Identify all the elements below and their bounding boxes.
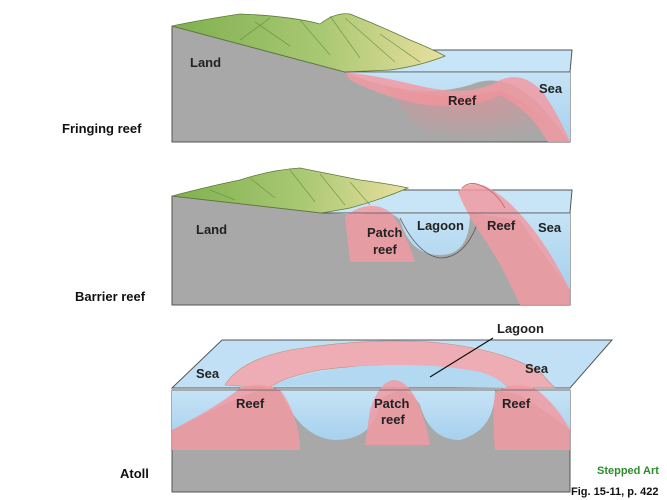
- atoll-reef-left-label: Reef: [236, 396, 265, 411]
- barrier-caption: Barrier reef: [75, 289, 146, 304]
- lagoon-leader-line: [429, 337, 494, 378]
- atoll-caption: Atoll: [120, 466, 149, 481]
- barrier-land-label: Land: [196, 222, 227, 237]
- fringing-land-label: Land: [190, 55, 221, 70]
- figure-reference: Fig. 15-11, p. 422: [571, 486, 658, 498]
- barrier-reef-panel: [171, 167, 573, 306]
- atoll-sea-right-label: Sea: [525, 361, 549, 376]
- fringing-reef-label: Reef: [448, 93, 477, 108]
- land-ridges: [239, 15, 421, 63]
- sea-body: [330, 211, 570, 290]
- atoll-sea-left-label: Sea: [196, 366, 220, 381]
- barrier-lagoon-label: Lagoon: [417, 218, 464, 233]
- barrier-sea-label: Sea: [538, 220, 562, 235]
- atoll-patch-label-2: reef: [381, 412, 406, 427]
- barrier-reef: [458, 184, 570, 305]
- lagoon-basin: [399, 217, 479, 259]
- land-surface: [171, 13, 446, 73]
- atoll-reef-ring: [224, 340, 556, 389]
- atoll-lagoon-label: Lagoon: [497, 321, 544, 336]
- barrier-patch-label-2: reef: [373, 242, 398, 257]
- barrier-reef-label: Reef: [487, 218, 516, 233]
- barrier-patch-label-1: Patch: [367, 225, 402, 240]
- atoll-reef-right-label: Reef: [502, 396, 531, 411]
- lagoon-surface: [272, 364, 508, 388]
- reef-glow: [380, 82, 560, 142]
- atoll-patch-label-1: Patch: [374, 396, 409, 411]
- fringing-reef-panel: [171, 13, 573, 143]
- reef-left: [172, 384, 300, 450]
- atoll-panel: [170, 337, 614, 493]
- patch-reef: [345, 205, 415, 262]
- stepped-art-credit: Stepped Art: [597, 465, 659, 477]
- patch-reef: [365, 380, 430, 445]
- fringing-sea-label: Sea: [539, 81, 563, 96]
- land-surface: [171, 167, 410, 214]
- reef-right: [493, 385, 570, 450]
- fringing-caption: Fringing reef: [62, 121, 142, 136]
- land-ridges: [209, 169, 371, 206]
